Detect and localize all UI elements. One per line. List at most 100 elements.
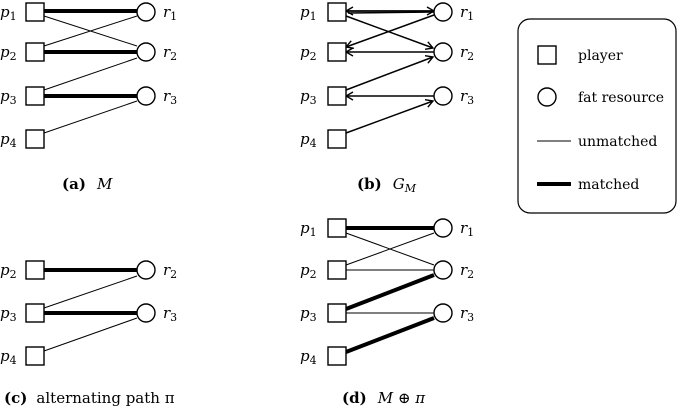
resource-circle xyxy=(136,260,156,280)
player-square xyxy=(327,346,347,366)
resource-index: 2 xyxy=(170,268,177,281)
panel-d: p1 p2 p3 p4 r1 r2 r3 (d) M ⊕ π xyxy=(300,218,474,407)
player-index: 2 xyxy=(10,268,17,281)
caption-tag: (d) xyxy=(342,389,367,407)
resource-index: 2 xyxy=(467,268,474,281)
player-label: p2 xyxy=(300,43,317,63)
caption-subscript: M xyxy=(404,182,417,195)
edge-unmatched xyxy=(43,317,138,352)
edge-unmatched xyxy=(43,57,138,91)
player-label: p3 xyxy=(300,304,317,324)
resource-label: r3 xyxy=(163,87,177,107)
arrow-edge xyxy=(345,15,435,51)
resource-index: 3 xyxy=(467,311,474,324)
fat-resource-icon xyxy=(537,87,557,107)
player-label: p3 xyxy=(0,304,17,324)
edge-matched xyxy=(345,273,435,311)
player-square xyxy=(327,86,347,106)
player-label: p2 xyxy=(0,261,17,281)
caption-d: (d) M ⊕ π xyxy=(342,388,426,407)
panel-a: p1 p2 p3 p4 r1 r2 r3 (a) M xyxy=(0,2,177,193)
arrow-edge xyxy=(345,55,435,91)
player-square xyxy=(327,42,347,62)
legend-fat-resource: fat resource xyxy=(578,90,664,106)
caption-tag: (b) xyxy=(357,175,382,193)
player-square xyxy=(327,260,347,280)
resource-index: 1 xyxy=(467,226,474,239)
resource-circle xyxy=(433,42,453,62)
resource-label: r1 xyxy=(163,3,177,23)
caption-tag: (c) xyxy=(4,389,27,407)
panel-b: p1 p2 p3 p4 r1 r2 r3 (b) GM xyxy=(300,2,474,195)
resource-label: r2 xyxy=(460,261,474,281)
player-label: p1 xyxy=(0,3,17,23)
player-label: p4 xyxy=(0,347,17,367)
player-index: 3 xyxy=(10,311,17,324)
player-index: 3 xyxy=(310,311,317,324)
player-index: 3 xyxy=(310,94,317,107)
legend-player: player xyxy=(578,48,623,64)
player-label: p2 xyxy=(300,261,317,281)
caption-a: (a) M xyxy=(62,174,113,193)
legend-box xyxy=(517,18,677,214)
player-square xyxy=(25,260,45,280)
resource-label: r3 xyxy=(163,304,177,324)
legend-unmatched: unmatched xyxy=(578,134,657,150)
edge-unmatched xyxy=(345,232,435,266)
resource-circle xyxy=(136,303,156,323)
player-index: 4 xyxy=(310,354,317,367)
resource-circle xyxy=(433,303,453,323)
resource-circle xyxy=(136,2,156,22)
caption-text: G xyxy=(393,175,405,193)
player-index: 1 xyxy=(310,226,317,239)
edge-unmatched xyxy=(43,100,138,134)
legend: player fat resource unmatched matched xyxy=(517,18,677,214)
arrow-edge xyxy=(345,98,435,134)
resource-label: r3 xyxy=(460,87,474,107)
player-label: p4 xyxy=(0,130,17,150)
player-index: 1 xyxy=(310,10,317,23)
caption-text: M ⊕ π xyxy=(377,389,426,407)
player-square xyxy=(25,2,45,22)
player-label: p4 xyxy=(300,347,317,367)
player-index: 2 xyxy=(10,50,17,63)
resource-circle xyxy=(433,260,453,280)
player-label: p1 xyxy=(300,3,317,23)
resource-circle xyxy=(433,86,453,106)
resource-circle xyxy=(136,42,156,62)
player-square xyxy=(327,218,347,238)
resource-circle xyxy=(136,86,156,106)
resource-index: 3 xyxy=(467,94,474,107)
resource-label: r1 xyxy=(460,3,474,23)
arrow-edge xyxy=(344,14,435,50)
resource-index: 1 xyxy=(467,10,474,23)
resource-index: 2 xyxy=(467,50,474,63)
resource-label: r2 xyxy=(163,261,177,281)
legend-matched: matched xyxy=(578,177,639,193)
player-square xyxy=(327,129,347,149)
player-label: p4 xyxy=(300,130,317,150)
resource-index: 1 xyxy=(170,10,177,23)
caption-text: M xyxy=(96,175,113,193)
resource-label: r2 xyxy=(460,43,474,63)
player-index: 4 xyxy=(10,137,17,150)
caption-c: (c) alternating path π xyxy=(4,388,175,407)
player-icon xyxy=(537,45,557,65)
resource-label: r2 xyxy=(163,43,177,63)
player-label: p2 xyxy=(0,43,17,63)
resource-index: 3 xyxy=(170,94,177,107)
edge-matched xyxy=(345,316,435,354)
resource-circle xyxy=(433,218,453,238)
arrow-edge xyxy=(347,11,435,14)
resource-index: 2 xyxy=(170,50,177,63)
edge-unmatched xyxy=(43,275,138,309)
player-square xyxy=(327,303,347,323)
resource-index: 3 xyxy=(170,311,177,324)
edge-unmatched xyxy=(43,15,138,47)
caption-text: alternating path π xyxy=(36,389,174,407)
player-square xyxy=(25,42,45,62)
player-label: p1 xyxy=(300,219,317,239)
player-label: p3 xyxy=(300,87,317,107)
player-square xyxy=(327,2,347,22)
player-index: 1 xyxy=(10,10,17,23)
